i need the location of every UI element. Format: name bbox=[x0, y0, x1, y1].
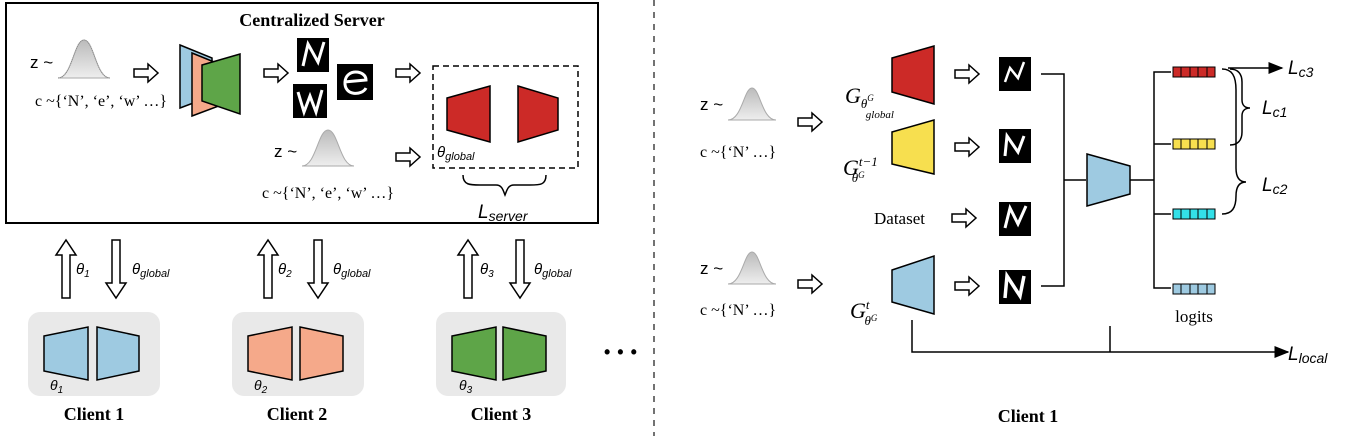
dataset-label: Dataset bbox=[874, 209, 925, 228]
z-label-2: z ~ bbox=[274, 142, 297, 161]
classifier bbox=[1086, 153, 1131, 207]
client-1-node: θ1 bbox=[28, 312, 160, 396]
server-title: Centralized Server bbox=[239, 10, 384, 30]
loss-local: Llocal bbox=[1288, 344, 1328, 366]
gaussian-icon bbox=[727, 87, 777, 121]
hollow-arrow-icon bbox=[951, 63, 981, 297]
sample-image bbox=[999, 129, 1031, 163]
hollow-arrow-icon bbox=[797, 111, 824, 133]
client-2-node: θ2 bbox=[232, 312, 364, 396]
more-clients-ellipsis: • • • bbox=[604, 342, 638, 362]
global-generator-right bbox=[891, 45, 935, 105]
brace-icon bbox=[1221, 68, 1247, 215]
client-3-node: θ3 bbox=[436, 312, 566, 396]
right-client-title: Client 1 bbox=[998, 406, 1059, 426]
current-generator bbox=[891, 254, 935, 315]
logit-fanout bbox=[1153, 71, 1171, 289]
merge-bracket bbox=[1041, 73, 1065, 287]
logit-bar-cyan bbox=[1172, 208, 1216, 220]
server-box bbox=[5, 2, 599, 224]
c-label-2: c ~{‘N’, ‘e’, ‘w’ …} bbox=[262, 185, 394, 202]
link-1-up: θ1 bbox=[76, 261, 90, 280]
c-label-1: c ~{‘N’, ‘e’, ‘w’ …} bbox=[35, 93, 167, 110]
gaussian-icon bbox=[727, 251, 777, 285]
right-c-label-1: c ~{‘N’ …} bbox=[700, 144, 776, 161]
logit-bar-yellow bbox=[1172, 138, 1216, 150]
theta-global-label: θglobal bbox=[437, 144, 475, 163]
sample-image bbox=[999, 202, 1031, 236]
hollow-arrow-icon bbox=[797, 273, 824, 295]
svg-text:θ1: θ1 bbox=[50, 377, 63, 396]
gaussian-icon bbox=[301, 129, 355, 167]
right-z-label-2: z ~ bbox=[700, 259, 723, 278]
brace-icon bbox=[1229, 68, 1251, 146]
global-generator bbox=[446, 84, 559, 144]
global-generator-box bbox=[432, 65, 579, 169]
right-c-label-2: c ~{‘N’ …} bbox=[700, 302, 776, 319]
local-loss-path bbox=[911, 320, 1290, 358]
server-loss: Lserver bbox=[478, 202, 529, 224]
brace-icon bbox=[462, 174, 547, 198]
link-2-up: θ2 bbox=[278, 261, 292, 280]
link-3-up: θ3 bbox=[480, 261, 494, 280]
client-3-label: Client 3 bbox=[471, 404, 532, 424]
sample-image-w bbox=[293, 84, 327, 118]
loss-c1: Lc1 bbox=[1262, 98, 1287, 120]
hollow-arrow-icon bbox=[395, 62, 422, 84]
hollow-arrow-icon bbox=[263, 62, 290, 84]
svg-text:θ3: θ3 bbox=[459, 377, 473, 396]
logit-bar-blue bbox=[1172, 283, 1216, 295]
z-label-1: z ~ bbox=[30, 53, 53, 72]
link-arrows bbox=[54, 238, 532, 300]
right-z-label-1: z ~ bbox=[700, 95, 723, 114]
logits-label: logits bbox=[1175, 307, 1213, 326]
sample-image bbox=[999, 270, 1031, 304]
client-2-label: Client 2 bbox=[267, 404, 328, 424]
prev-generator bbox=[891, 119, 935, 175]
stacked-generators bbox=[179, 43, 241, 118]
logit-bar-red bbox=[1172, 66, 1216, 78]
loss-c2: Lc2 bbox=[1262, 175, 1288, 197]
sample-image-n bbox=[297, 38, 329, 72]
link-3-down: θglobal bbox=[534, 261, 572, 280]
gaussian-icon bbox=[57, 39, 111, 79]
hollow-arrow-icon bbox=[395, 146, 422, 168]
link-1-down: θglobal bbox=[132, 261, 170, 280]
link-2-down: θglobal bbox=[333, 261, 371, 280]
sample-image bbox=[999, 57, 1031, 91]
sample-image-e bbox=[337, 64, 373, 100]
client-1-label: Client 1 bbox=[64, 404, 125, 424]
svg-text:θ2: θ2 bbox=[254, 377, 268, 396]
hollow-arrow-icon bbox=[133, 62, 160, 84]
loss-c3: Lc3 bbox=[1288, 58, 1314, 80]
